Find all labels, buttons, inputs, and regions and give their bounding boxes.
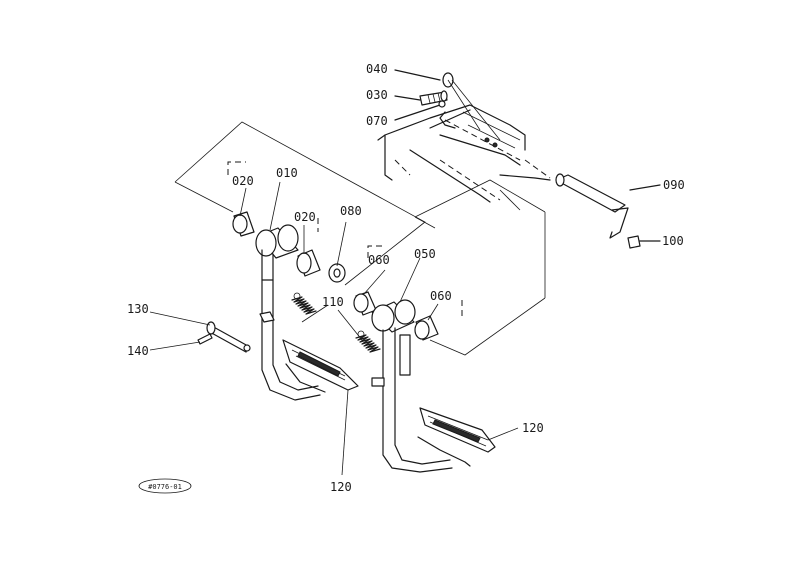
bushing-020-left xyxy=(232,211,255,237)
part-labels: 040 030 070 090 100 020 010 020 080 060 … xyxy=(127,62,685,494)
label-100: 100 xyxy=(662,234,684,248)
label-120-left: 120 xyxy=(330,480,352,494)
pedal-pad-right xyxy=(417,407,496,467)
frame-bracket xyxy=(377,104,551,211)
label-040: 040 xyxy=(366,62,388,76)
washer-070 xyxy=(394,100,446,121)
group-bracket-left xyxy=(227,161,319,232)
label-020-right: 020 xyxy=(294,210,316,224)
label-090: 090 xyxy=(663,178,685,192)
bolt-040 xyxy=(394,69,454,88)
group-bracket-right xyxy=(367,245,463,318)
label-050: 050 xyxy=(414,247,436,261)
rod-090 xyxy=(555,173,661,239)
pedal-arm-left xyxy=(259,249,321,401)
spring-110-right xyxy=(355,330,381,353)
bushing-060-right xyxy=(414,315,439,341)
washer-080 xyxy=(328,263,346,283)
label-110: 110 xyxy=(322,295,344,309)
spring-110-left xyxy=(291,292,317,315)
label-060-left: 060 xyxy=(368,253,390,267)
bushing-060-left xyxy=(353,291,377,316)
leader-lines xyxy=(149,181,519,476)
pedal-pad-left xyxy=(282,339,359,393)
boss-010 xyxy=(255,224,299,259)
label-130: 130 xyxy=(127,302,149,316)
label-080: 080 xyxy=(340,204,362,218)
guide-plane-left xyxy=(174,121,426,286)
label-030: 030 xyxy=(366,88,388,102)
reference-code-text: #0776-01 xyxy=(148,483,182,491)
guide-plane-right xyxy=(414,179,546,356)
pedal-arm-right xyxy=(371,327,453,473)
bolt-030 xyxy=(394,90,448,106)
label-010: 010 xyxy=(276,166,298,180)
label-020-left: 020 xyxy=(232,174,254,188)
reference-code: #0776-01 xyxy=(138,478,192,494)
cotter-140 xyxy=(197,333,213,345)
label-060-right: 060 xyxy=(430,289,452,303)
label-070: 070 xyxy=(366,114,388,128)
bushing-020-right xyxy=(296,249,321,277)
boss-050 xyxy=(371,299,416,333)
label-120-right: 120 xyxy=(522,421,544,435)
bolt-100 xyxy=(627,235,661,249)
pin-130 xyxy=(206,321,251,353)
label-140: 140 xyxy=(127,344,149,358)
